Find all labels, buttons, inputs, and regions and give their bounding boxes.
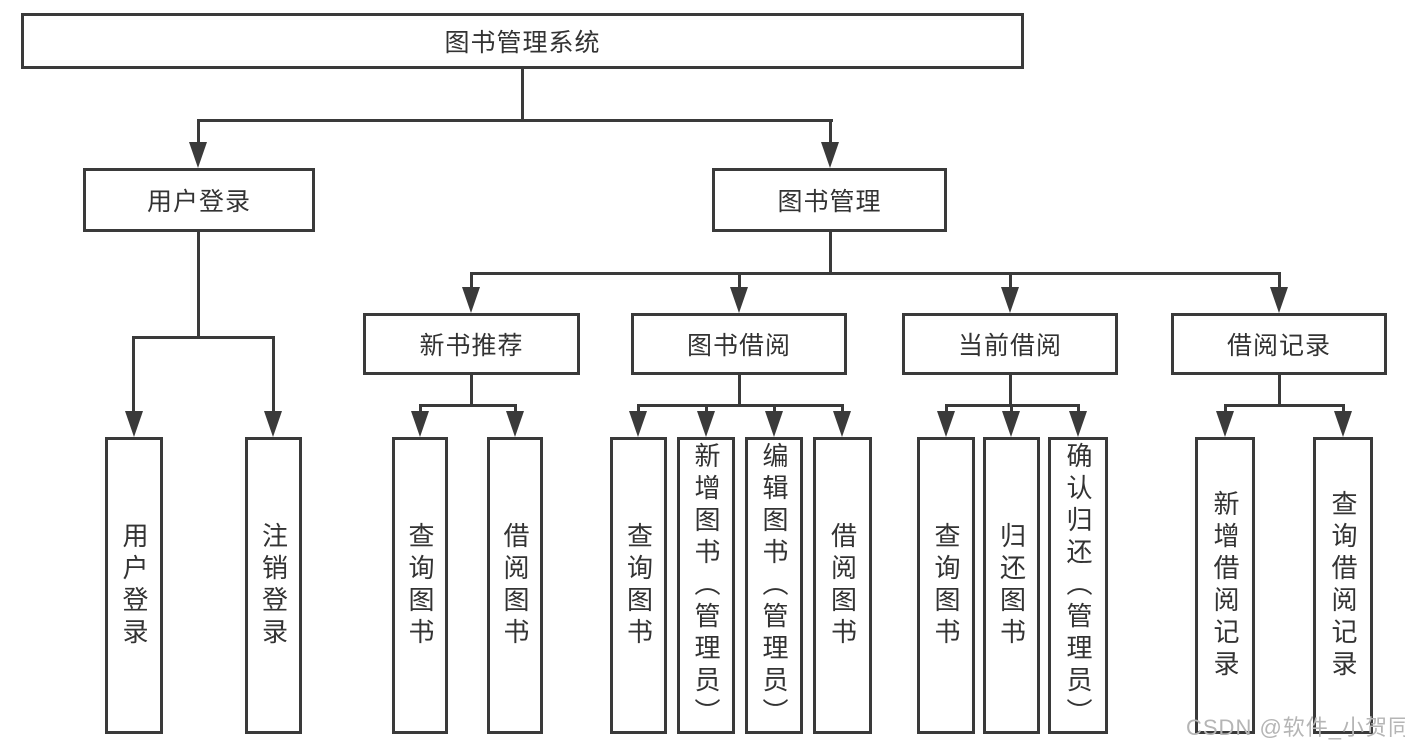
- arrowhead-cb-return-icon: [1002, 411, 1020, 437]
- arrowhead-leaf-login-icon: [125, 411, 143, 437]
- node-current-borrow-label: 当前借阅: [957, 332, 1062, 360]
- leaf-br-query-record: 查询借阅记录: [1313, 437, 1373, 734]
- connector-drop-book-borrow: [738, 272, 741, 300]
- node-new-book-recommend: 新书推荐: [363, 313, 580, 375]
- csdn-watermark: CSDN @软件_小贺同学: [1186, 715, 1405, 740]
- leaf-nb-borrow-books: 借阅图书: [487, 437, 543, 734]
- arrowhead-bb-borrow-icon: [833, 411, 851, 437]
- arrowhead-bb-edit-icon: [765, 411, 783, 437]
- connector-drop-new-book: [470, 272, 473, 300]
- leaf-bb-edit-books-admin: 编辑图书（管理员）: [745, 437, 803, 734]
- arrowhead-cb-confirm-icon: [1069, 411, 1087, 437]
- connector-book-borrow-stub: [738, 375, 741, 407]
- arrowhead-nb-query-icon: [411, 411, 429, 437]
- arrowhead-bb-query-icon: [629, 411, 647, 437]
- connector-level1-rail: [197, 119, 833, 122]
- arrowhead-book-borrow-icon: [730, 287, 748, 313]
- connector-user-login-stub: [197, 232, 200, 339]
- leaf-nb-borrow-books-label: 借阅图书: [500, 521, 530, 650]
- leaf-bb-query-books: 查询图书: [610, 437, 667, 734]
- leaf-cb-return-books-label: 归还图书: [996, 521, 1027, 650]
- leaf-bb-add-books-admin: 新增图书（管理员）: [677, 437, 735, 734]
- connector-book-borrow-rail: [637, 404, 844, 407]
- leaf-bb-edit-books-admin-label: 编辑图书（管理员）: [759, 441, 789, 730]
- arrowhead-cb-query-icon: [937, 411, 955, 437]
- connector-drop-leaf-logout: [272, 336, 275, 420]
- node-root-label: 图书管理系统: [444, 29, 601, 57]
- connector-user-login-rail: [132, 336, 275, 339]
- connector-borrow-records-stub: [1278, 375, 1281, 407]
- leaf-logout: 注销登录: [245, 437, 302, 734]
- connector-drop-leaf-login: [132, 336, 135, 420]
- leaf-cb-query-books-label: 查询图书: [931, 521, 961, 650]
- connector-drop-borrow-records: [1278, 272, 1281, 300]
- connector-drop-user-login: [197, 119, 200, 157]
- leaf-br-add-record: 新增借阅记录: [1195, 437, 1255, 734]
- connector-root-stub: [521, 69, 524, 122]
- node-new-book-recommend-label: 新书推荐: [419, 332, 524, 360]
- leaf-nb-query-books-label: 查询图书: [405, 521, 435, 650]
- arrowhead-user-login-icon: [189, 142, 207, 168]
- leaf-user-login-label: 用户登录: [119, 521, 149, 650]
- node-book-borrow-label: 图书借阅: [686, 332, 791, 360]
- node-book-borrow: 图书借阅: [631, 313, 847, 375]
- node-root: 图书管理系统: [21, 13, 1024, 69]
- node-book-management-label: 图书管理: [777, 188, 882, 216]
- arrowhead-borrow-records-icon: [1270, 287, 1288, 313]
- node-book-management: 图书管理: [712, 168, 947, 232]
- leaf-bb-query-books-label: 查询图书: [623, 521, 654, 650]
- arrowhead-bb-add-icon: [697, 411, 715, 437]
- connector-current-borrow-stub: [1009, 375, 1012, 407]
- connector-drop-book-management: [829, 119, 832, 157]
- arrowhead-current-borrow-icon: [1001, 287, 1019, 313]
- leaf-cb-confirm-return-admin-label: 确认归还（管理员）: [1063, 441, 1093, 730]
- leaf-cb-return-books: 归还图书: [983, 437, 1040, 734]
- leaf-cb-confirm-return-admin: 确认归还（管理员）: [1048, 437, 1108, 734]
- arrowhead-br-add-icon: [1216, 411, 1234, 437]
- arrowhead-book-management-icon: [821, 142, 839, 168]
- node-current-borrow: 当前借阅: [902, 313, 1118, 375]
- connector-level3-rail: [470, 272, 1281, 275]
- arrowhead-br-query-icon: [1334, 411, 1352, 437]
- leaf-bb-borrow-books: 借阅图书: [813, 437, 872, 734]
- arrowhead-nb-borrow-icon: [506, 411, 524, 437]
- connector-book-management-stub: [829, 232, 832, 275]
- arrowhead-leaf-logout-icon: [264, 411, 282, 437]
- connector-borrow-records-rail: [1224, 404, 1344, 407]
- node-user-login: 用户登录: [83, 168, 315, 232]
- leaf-bb-add-books-admin-label: 新增图书（管理员）: [691, 441, 721, 730]
- node-borrow-records: 借阅记录: [1171, 313, 1387, 375]
- node-user-login-label: 用户登录: [146, 188, 251, 216]
- leaf-user-login: 用户登录: [105, 437, 163, 734]
- leaf-bb-borrow-books-label: 借阅图书: [827, 521, 858, 650]
- connector-new-book-stub: [470, 375, 473, 407]
- leaf-nb-query-books: 查询图书: [392, 437, 448, 734]
- arrowhead-new-book-icon: [462, 287, 480, 313]
- connector-drop-current-borrow: [1009, 272, 1012, 300]
- node-borrow-records-label: 借阅记录: [1226, 332, 1331, 360]
- leaf-logout-label: 注销登录: [258, 521, 289, 650]
- leaf-cb-query-books: 查询图书: [917, 437, 975, 734]
- connector-new-book-rail: [419, 404, 517, 407]
- leaf-br-add-record-label: 新增借阅记录: [1210, 489, 1240, 682]
- leaf-br-query-record-label: 查询借阅记录: [1328, 489, 1358, 682]
